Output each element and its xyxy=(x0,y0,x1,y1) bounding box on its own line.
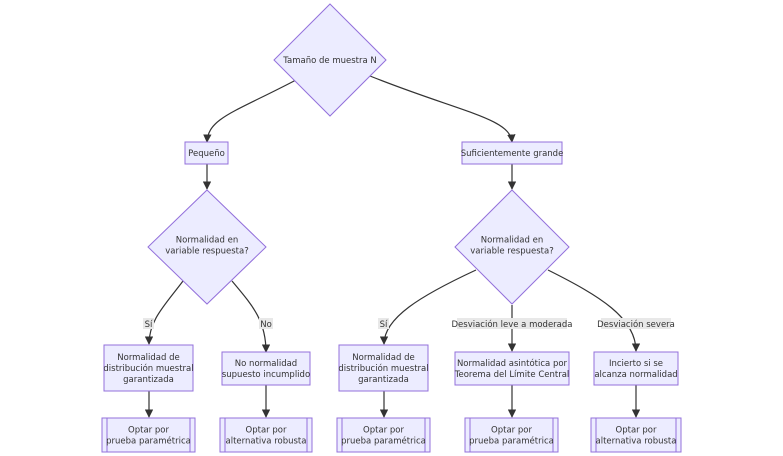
edge-labels-layer: Sí No Sí Desviación leve a moderada Desv… xyxy=(143,318,675,330)
node-small[interactable]: Pequeño xyxy=(184,141,229,165)
edge-root-large xyxy=(369,75,516,143)
edge-normsmall-yes xyxy=(144,280,184,345)
node-label-line: Normalidad en xyxy=(481,236,543,246)
node-label-line: Pequeño xyxy=(188,149,225,159)
node-label-line: alternativa robusta xyxy=(596,437,677,447)
edge-label-large-severe: Desviación severa xyxy=(597,318,675,330)
node-label-line: Optar por xyxy=(128,426,169,436)
svg-text:Sí: Sí xyxy=(145,320,153,330)
node-label-line: Optar por xyxy=(491,426,532,436)
node-label-line: prueba paramétrica xyxy=(341,436,426,447)
edge-label-large-si: Sí xyxy=(378,318,389,330)
node-label-line: Normalidad asintótica por xyxy=(457,358,568,369)
node-label-line: Incierto si se xyxy=(609,359,663,369)
node-label-line: Normalidad de xyxy=(117,353,179,363)
node-label-line: Optar por xyxy=(363,426,404,436)
node-label-line: garantizada xyxy=(123,375,174,385)
node-label-line: supuesto incumplido xyxy=(222,370,310,380)
node-label-line: Tamaño de muestra N xyxy=(282,56,377,66)
node-label-line: Suficientemente grande xyxy=(461,149,564,159)
node-label-line: Optar por xyxy=(616,426,657,436)
node-large[interactable]: Suficientemente grande xyxy=(461,141,564,165)
node-label-line: prueba paramétrica xyxy=(469,436,554,447)
node-label-line: variable respuesta? xyxy=(470,247,553,257)
nodes-layer: Tamaño de muestra N Pequeño Suficienteme… xyxy=(101,3,682,453)
svg-text:Desviación severa: Desviación severa xyxy=(597,319,675,330)
node-label-line: No normalidad xyxy=(235,359,297,369)
node-label-line: prueba paramétrica xyxy=(106,436,191,447)
edge-label-large-mild: Desviación leve a moderada xyxy=(451,318,573,330)
node-label-line: alternativa robusta xyxy=(226,437,307,447)
node-label-line: distribución muestral xyxy=(103,363,193,374)
node-label-line: variable respuesta? xyxy=(165,247,248,257)
node-label-line: Teorema del Límite Central xyxy=(454,370,570,380)
edge-normlarge-severe xyxy=(547,269,641,352)
svg-text:Desviación leve a moderada: Desviación leve a moderada xyxy=(451,319,572,330)
svg-text:No: No xyxy=(260,320,272,330)
node-root-decision[interactable]: Tamaño de muestra N xyxy=(273,3,387,117)
node-label-line: garantizada xyxy=(358,375,409,385)
node-root-label: Tamaño de muestra N xyxy=(282,56,377,66)
node-label-line: Normalidad en xyxy=(176,236,238,246)
node-label-line: distribución muestral xyxy=(338,363,428,374)
svg-text:Sí: Sí xyxy=(380,320,388,330)
edge-normsmall-no xyxy=(231,280,271,353)
edge-label-small-no: No xyxy=(259,318,273,330)
edge-root-small xyxy=(203,79,297,143)
node-label-line: alcanza normalidad xyxy=(594,370,677,380)
node-small-label: Pequeño xyxy=(188,149,225,159)
edges-layer xyxy=(144,75,641,418)
node-label-line: Normalidad de xyxy=(352,353,414,363)
edge-normlarge-yes xyxy=(379,269,477,345)
node-large-label: Suficientemente grande xyxy=(461,149,564,159)
edge-label-small-si: Sí xyxy=(143,318,154,330)
node-label-line: Optar por xyxy=(246,426,287,436)
